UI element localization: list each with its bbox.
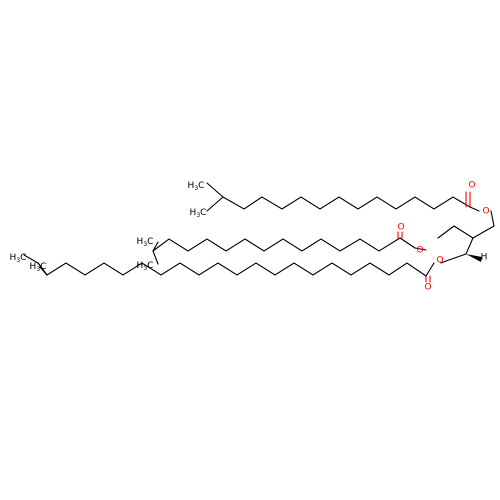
top-ester-oxygen-label: O [482,207,489,217]
middle-acyl-chain [152,231,427,265]
bottom-carbonyl-oxygen-label: O [424,283,431,293]
glycerol-backbone [437,225,495,262]
bottom-chain-methyl-label-2: H3C [30,262,47,273]
middle-carbonyl-oxygen-label: O [397,223,404,233]
stereo-hydrogen-label: H [481,253,488,263]
top-chain-methyl-label-1: H3C [188,181,205,192]
top-acyl-chain [206,182,495,227]
top-chain-methyl-label-2: H3C [190,208,207,219]
bottom-chain-methyl-label-1: H3C [10,253,27,264]
middle-chain-methyl-label-1: H3C [137,237,154,248]
middle-chain-methyl-label-2: H3C [137,261,154,272]
stereo-wedge-bond [466,254,482,262]
bottom-ester-oxygen-label: O [436,256,443,266]
middle-ester-oxygen-label: O [416,246,423,256]
bottom-acyl-chain [23,254,447,283]
top-carbonyl-oxygen-label: O [468,181,475,191]
